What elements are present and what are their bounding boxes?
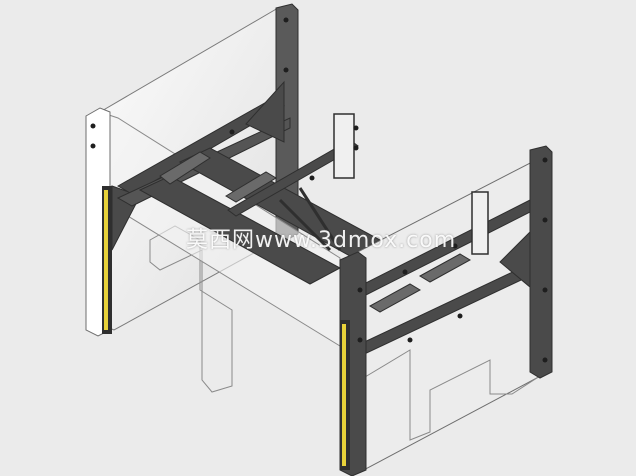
front-cross-beam-2 xyxy=(418,253,472,283)
upper-rail xyxy=(227,139,359,217)
floor-outline-front xyxy=(359,349,541,441)
front-cross-beam-1 xyxy=(368,283,422,313)
left-light-curtain-strip xyxy=(104,190,108,330)
front-light-curtain-strip xyxy=(342,324,346,466)
bolt-markers xyxy=(90,17,548,363)
front-right-post xyxy=(529,145,553,379)
front-rail-bracket xyxy=(471,191,489,255)
diagonal-strut-a xyxy=(278,198,332,252)
center-cross-beam-2 xyxy=(225,171,277,203)
watermark-text: 莫西网www.3dmox.com xyxy=(186,228,457,253)
diagonal-strut-b xyxy=(298,187,342,251)
rear-triangle-brace xyxy=(245,80,285,143)
upper-rail-bracket xyxy=(333,113,355,179)
center-cross-beam-1 xyxy=(159,151,211,185)
